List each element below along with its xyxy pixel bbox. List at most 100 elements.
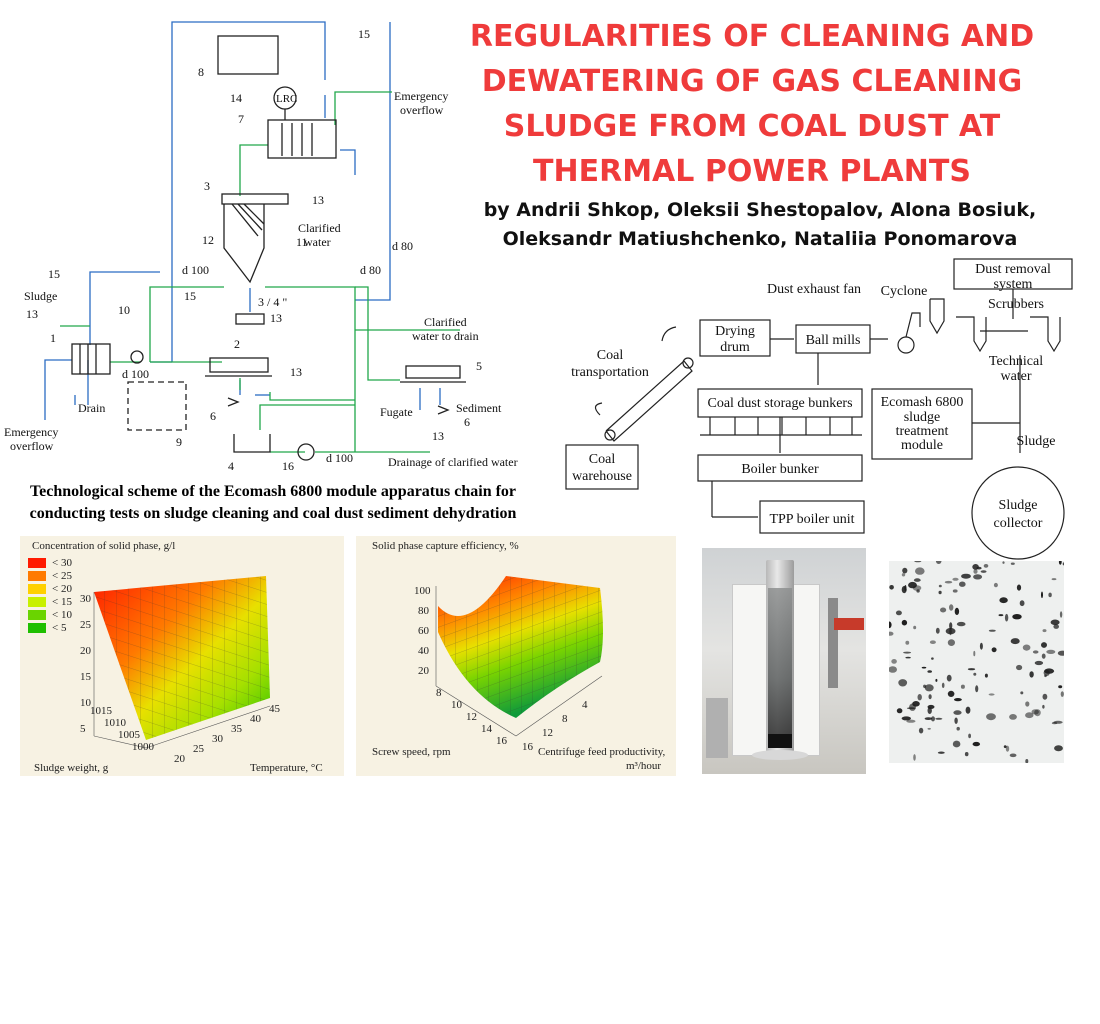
legend-item: < 15 <box>28 595 72 608</box>
coal-particle <box>906 719 916 723</box>
authors: by Andrii Shkop, Oleksii Shestopalov, Al… <box>450 196 1070 254</box>
coal-particle <box>998 614 1004 617</box>
coal-particle <box>901 619 908 626</box>
plot1-y-label: Temperature, °C <box>250 762 323 774</box>
plot1-z-tick: 25 <box>80 619 92 631</box>
coal-particle <box>952 589 958 593</box>
plot2-y-label-line-1: Centrifuge feed productivity, <box>538 746 666 758</box>
coal-particle <box>904 585 907 591</box>
plot2-x-tick: 8 <box>436 687 442 699</box>
coal-particle <box>999 597 1008 604</box>
coal-particle <box>972 564 979 570</box>
coal-particle <box>1043 669 1050 676</box>
technological-scheme: 8 12 14 LRC 7 3 13 15 11 3 / 4 " 13 15 1… <box>4 21 518 473</box>
plot2-z-tick: 100 <box>414 585 431 597</box>
coal-particle <box>913 625 917 630</box>
coal-particle <box>1029 671 1034 678</box>
label-14: 14 <box>230 91 242 105</box>
coal-particle <box>1059 611 1063 618</box>
coal-particle <box>905 640 910 645</box>
coal-particle <box>905 656 911 659</box>
photo-sediment-particles <box>889 561 1064 763</box>
coal-particle <box>973 650 976 657</box>
coal-particle <box>896 708 903 714</box>
coal-particle <box>973 574 983 580</box>
legend-swatch <box>28 583 46 594</box>
plot2-y-tick: 4 <box>582 699 588 711</box>
coal-particle <box>1046 649 1056 654</box>
plot1-x-tick: 1010 <box>104 717 127 729</box>
plot1-y-tick: 20 <box>174 753 186 765</box>
coal-particle <box>965 706 971 714</box>
legend-label: < 15 <box>52 595 72 608</box>
plot2-y-label-line-2: m³/hour <box>626 760 662 772</box>
coal-particle <box>972 741 980 747</box>
coal-particle <box>937 751 945 754</box>
plot1-y-tick: 45 <box>269 703 281 715</box>
coal-particle <box>947 639 955 646</box>
legend-swatch <box>28 622 46 633</box>
label-16: 16 <box>282 459 294 473</box>
legend-label: < 25 <box>52 569 72 582</box>
coal-particle <box>913 578 921 582</box>
legend-item: < 25 <box>28 569 72 582</box>
fugate-label: Fugate <box>380 405 413 419</box>
drying-drum-box <box>699 319 771 357</box>
coal-particle <box>928 694 932 700</box>
coal-particle <box>1051 578 1057 581</box>
coal-particle <box>961 573 971 579</box>
coal-particle <box>1005 745 1010 752</box>
legend-item: < 5 <box>28 621 72 634</box>
coal-particle <box>979 642 983 650</box>
label-6-b: 6 <box>464 415 470 429</box>
label-13-a: 13 <box>312 193 324 207</box>
coal-particle <box>945 627 956 635</box>
coal-particle <box>901 716 911 721</box>
scheme-caption-line-2: conducting tests on sludge cleaning and … <box>29 505 517 522</box>
legend-label: < 5 <box>52 621 67 634</box>
label-15-b: 15 <box>48 267 60 281</box>
coal-particle <box>1025 759 1029 763</box>
coal-particle <box>898 679 908 687</box>
coal-particle <box>924 717 933 720</box>
coal-particle <box>1058 561 1062 565</box>
coal-particle <box>929 640 936 644</box>
d100-label-c: d 100 <box>326 451 353 465</box>
sludge-collector-circle <box>971 466 1065 560</box>
drain-label: Drain <box>78 401 105 415</box>
coal-particle <box>1050 619 1060 626</box>
plot1-y-tick: 40 <box>250 713 262 725</box>
ecomash-module-box <box>871 388 973 460</box>
three-quarter-label: 3 / 4 " <box>258 295 287 309</box>
coal-particle <box>960 684 965 689</box>
coal-particle <box>1003 745 1007 748</box>
coal-particle <box>947 690 955 697</box>
label-13-c: 13 <box>26 307 38 321</box>
coal-particle <box>921 666 927 669</box>
coal-particle <box>1053 720 1063 724</box>
coal-particle <box>940 607 947 613</box>
coal-particle <box>913 754 916 761</box>
coal-particle <box>927 670 932 673</box>
photo-measuring-cylinder <box>702 548 866 774</box>
coal-particle <box>993 582 998 588</box>
plot1-z-tick: 10 <box>80 697 92 709</box>
coal-particle <box>1019 600 1025 607</box>
label-5: 5 <box>476 359 482 373</box>
coal-particle <box>1041 653 1046 659</box>
coal-particle <box>915 567 925 575</box>
tpp-boiler-label: TPP boiler unit <box>769 512 854 527</box>
label-10: 10 <box>118 303 130 317</box>
label-1: 1 <box>50 331 56 345</box>
label-15-a: 15 <box>358 27 370 41</box>
coal-particle <box>1057 650 1064 656</box>
coal-particle <box>1031 709 1039 715</box>
coal-particle <box>917 694 922 701</box>
coal-particle <box>991 647 997 653</box>
coal-particle <box>889 666 897 673</box>
